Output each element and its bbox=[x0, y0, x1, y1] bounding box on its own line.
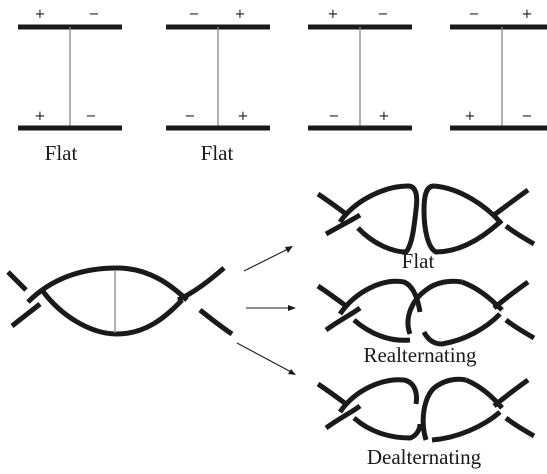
sign-top-right: + bbox=[522, 7, 533, 22]
sign-bottom-left: + bbox=[465, 109, 476, 124]
right-strand-a bbox=[492, 377, 530, 408]
lower-right-arc bbox=[421, 312, 502, 347]
arrow-to-flat bbox=[243, 246, 293, 272]
caption: Flat bbox=[402, 249, 435, 273]
lower-right-arc bbox=[431, 410, 502, 443]
result-flat: Flat bbox=[316, 183, 536, 273]
arrows bbox=[236, 246, 296, 375]
right-strand-b bbox=[504, 416, 536, 439]
caption: Dealternating bbox=[367, 445, 482, 469]
state-diagram-1: + − + − Flat bbox=[18, 7, 122, 165]
left-strand-b bbox=[324, 403, 362, 431]
left-lobe bbox=[337, 183, 420, 255]
sign-top-left: − bbox=[189, 7, 200, 22]
arrow-to-dealternating bbox=[236, 342, 296, 375]
sign-bottom-right: − bbox=[86, 109, 97, 124]
lower-left-arc bbox=[352, 416, 423, 441]
caption: Flat bbox=[201, 141, 234, 165]
result-dealternating: Dealternating bbox=[316, 376, 536, 469]
sign-top-left: + bbox=[328, 7, 339, 22]
result-realternating: Realternating bbox=[316, 278, 536, 367]
upper-strand bbox=[26, 265, 189, 304]
state-diagram-4: − + + − bbox=[450, 7, 547, 131]
right-strand-b bbox=[504, 224, 536, 247]
upper-left-arc bbox=[337, 278, 423, 316]
middle-cross-a bbox=[420, 376, 467, 441]
sign-bottom-right: + bbox=[379, 109, 390, 124]
left-strand-a bbox=[316, 191, 348, 217]
left-over-strand bbox=[10, 302, 42, 328]
right-strand-b bbox=[504, 318, 536, 341]
right-strand-a bbox=[492, 279, 530, 310]
sign-bottom-right: + bbox=[238, 109, 249, 124]
arrowhead-icon bbox=[285, 246, 293, 253]
arrowhead-icon bbox=[288, 369, 296, 375]
left-under-strand bbox=[6, 270, 28, 292]
original-crossing-pair bbox=[6, 265, 234, 337]
left-strand-b bbox=[324, 305, 362, 333]
caption: Realternating bbox=[363, 343, 477, 367]
lower-left-arc bbox=[352, 318, 411, 343]
upper-right-arc bbox=[464, 377, 504, 410]
upper-left-arc bbox=[337, 377, 419, 414]
lower-strand bbox=[39, 288, 184, 337]
right-under-strand bbox=[198, 308, 234, 337]
sign-bottom-left: + bbox=[35, 109, 46, 124]
state-diagram-2: − + − + Flat bbox=[166, 7, 270, 165]
sign-top-right: − bbox=[378, 7, 389, 22]
state-diagram-3: + − − + bbox=[308, 7, 412, 131]
sign-top-right: + bbox=[235, 7, 246, 22]
right-over-strand bbox=[176, 266, 226, 303]
sign-bottom-left: − bbox=[185, 109, 196, 124]
sign-bottom-left: − bbox=[329, 109, 340, 124]
sign-bottom-right: − bbox=[522, 109, 533, 124]
left-strand-a bbox=[316, 381, 348, 407]
caption: Flat bbox=[45, 141, 78, 165]
left-strand-b bbox=[324, 212, 362, 237]
arrow-to-realternating bbox=[246, 305, 296, 311]
right-lobe bbox=[421, 183, 504, 255]
right-strand-a bbox=[492, 187, 530, 218]
middle-cross-a bbox=[405, 278, 463, 335]
sign-top-left: − bbox=[469, 7, 480, 22]
sign-top-left: + bbox=[35, 7, 46, 22]
sign-top-right: − bbox=[89, 7, 100, 22]
arrowhead-icon bbox=[288, 305, 296, 311]
left-strand-a bbox=[316, 283, 348, 309]
